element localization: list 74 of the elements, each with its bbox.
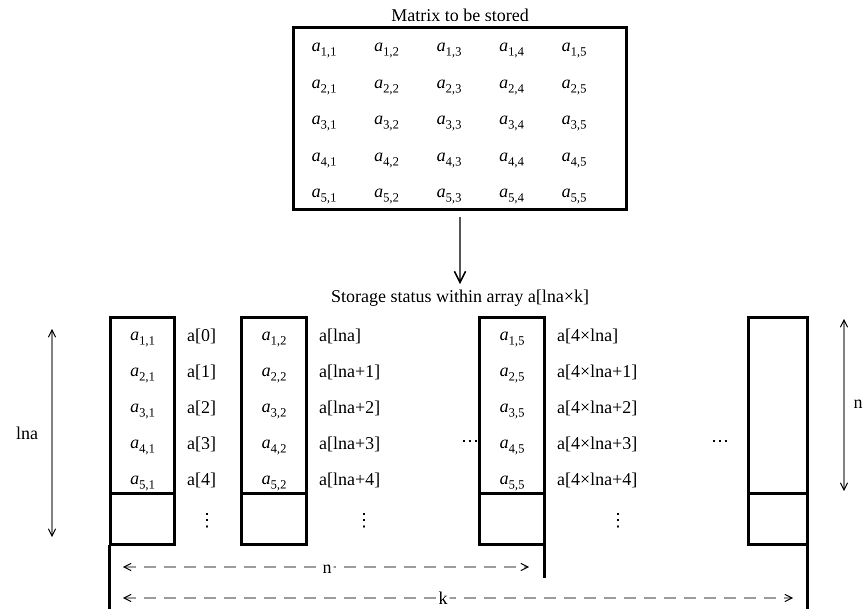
array-index: a[2] xyxy=(187,398,216,416)
array-entry: a$_{3,5}$ xyxy=(500,396,524,420)
matrix-entry: a$_{4,2}$ xyxy=(374,145,399,168)
matrix-entry: a$_{5,1}$ xyxy=(312,182,336,204)
matrix-entry: a$_{3,5}$ xyxy=(562,108,586,132)
array-index: a[4] xyxy=(187,470,216,488)
array-entry: a$_{1,2}$ xyxy=(262,324,286,348)
array-index: a[4×lna+4] xyxy=(557,470,638,488)
array-entry: a$_{2,2}$ xyxy=(262,360,286,384)
matrix-entry: a$_{3,4}$ xyxy=(499,108,524,132)
array-entry: a$_{2,5}$ xyxy=(500,360,524,384)
array-index: a[lna+3] xyxy=(319,434,380,452)
ellipsis: ⋯ xyxy=(461,432,479,450)
array-entry: a$_{1,1}$ xyxy=(130,324,155,348)
arrow xyxy=(454,217,466,284)
matrix-entry: a$_{3,3}$ xyxy=(436,108,462,132)
heading: Storage status within array a[lna×k] xyxy=(330,287,590,305)
matrix-entry: a$_{1,5}$ xyxy=(562,36,586,58)
array-index: a[0] xyxy=(187,326,216,344)
array-index: a[4×lna+3] xyxy=(557,434,638,452)
matrix-entry: a$_{5,4}$ xyxy=(499,182,524,204)
matrix-entry: a$_{3,1}$ xyxy=(312,108,336,132)
matrix-entry: a$_{3,2}$ xyxy=(374,108,399,132)
array-index: a[1] xyxy=(187,362,216,380)
matrix-entry: a$_{4,5}$ xyxy=(562,145,586,168)
vertical-ellipsis: ⋮ xyxy=(609,511,627,529)
vertical-ellipsis: ⋮ xyxy=(355,511,373,529)
matrix-entry: a$_{4,1}$ xyxy=(312,145,336,168)
array-index: a[3] xyxy=(187,434,216,452)
matrix-entry: a$_{2,5}$ xyxy=(562,72,586,95)
array-index: a[lna+1] xyxy=(319,362,380,380)
array-entry: a$_{5,5}$ xyxy=(500,468,524,492)
array-entry: a$_{5,1}$ xyxy=(130,468,155,492)
array-index: a[lna+4] xyxy=(319,470,380,488)
vertical-ellipsis: ⋮ xyxy=(198,511,216,529)
storage-cell xyxy=(240,492,308,546)
array-entry: a$_{2,1}$ xyxy=(130,360,155,384)
matrix-entry: a$_{5,2}$ xyxy=(374,182,399,204)
array-index: a[lna+2] xyxy=(319,398,380,416)
heading: Matrix to be stored xyxy=(391,6,529,24)
storage-column xyxy=(240,316,308,495)
array-entry: a$_{3,2}$ xyxy=(262,396,286,420)
array-entry: a$_{3,1}$ xyxy=(130,396,155,420)
matrix-entry: a$_{1,1}$ xyxy=(312,36,336,58)
dimension-label: k xyxy=(436,589,450,607)
array-index: a[4×lna+1] xyxy=(557,362,638,380)
array-index: a[4×lna+2] xyxy=(557,398,638,416)
array-index: a[4×lna] xyxy=(557,326,618,344)
matrix-entry: a$_{2,1}$ xyxy=(312,72,336,95)
storage-cell xyxy=(478,492,546,546)
matrix-entry: a$_{2,4}$ xyxy=(499,72,524,95)
storage-column xyxy=(109,316,176,495)
array-entry: a$_{1,5}$ xyxy=(500,324,524,348)
matrix-entry: a$_{4,4}$ xyxy=(499,145,524,168)
matrix-entry: a$_{2,2}$ xyxy=(374,72,399,95)
matrix-entry: a$_{1,2}$ xyxy=(374,36,399,58)
matrix-entry: a$_{2,3}$ xyxy=(436,72,462,95)
array-entry: a$_{4,5}$ xyxy=(500,432,524,456)
matrix-entry: a$_{5,3}$ xyxy=(436,182,462,204)
ellipsis: ⋯ xyxy=(711,432,729,450)
storage-cell xyxy=(109,492,176,546)
matrix-entry: a$_{1,4}$ xyxy=(499,36,524,58)
storage-cell xyxy=(747,316,809,495)
matrix-entry: a$_{1,3}$ xyxy=(436,36,462,58)
array-index: a[lna] xyxy=(319,326,361,344)
matrix-entry: a$_{4,3}$ xyxy=(436,145,462,168)
array-entry: a$_{4,2}$ xyxy=(262,432,286,456)
storage-column xyxy=(478,316,546,495)
matrix-entry: a$_{5,5}$ xyxy=(562,182,586,204)
dimension-label: lna xyxy=(16,424,38,442)
storage-cell xyxy=(747,492,809,546)
dimension-label: n xyxy=(854,393,862,411)
array-entry: a$_{4,1}$ xyxy=(130,432,155,456)
array-entry: a$_{5,2}$ xyxy=(262,468,286,492)
